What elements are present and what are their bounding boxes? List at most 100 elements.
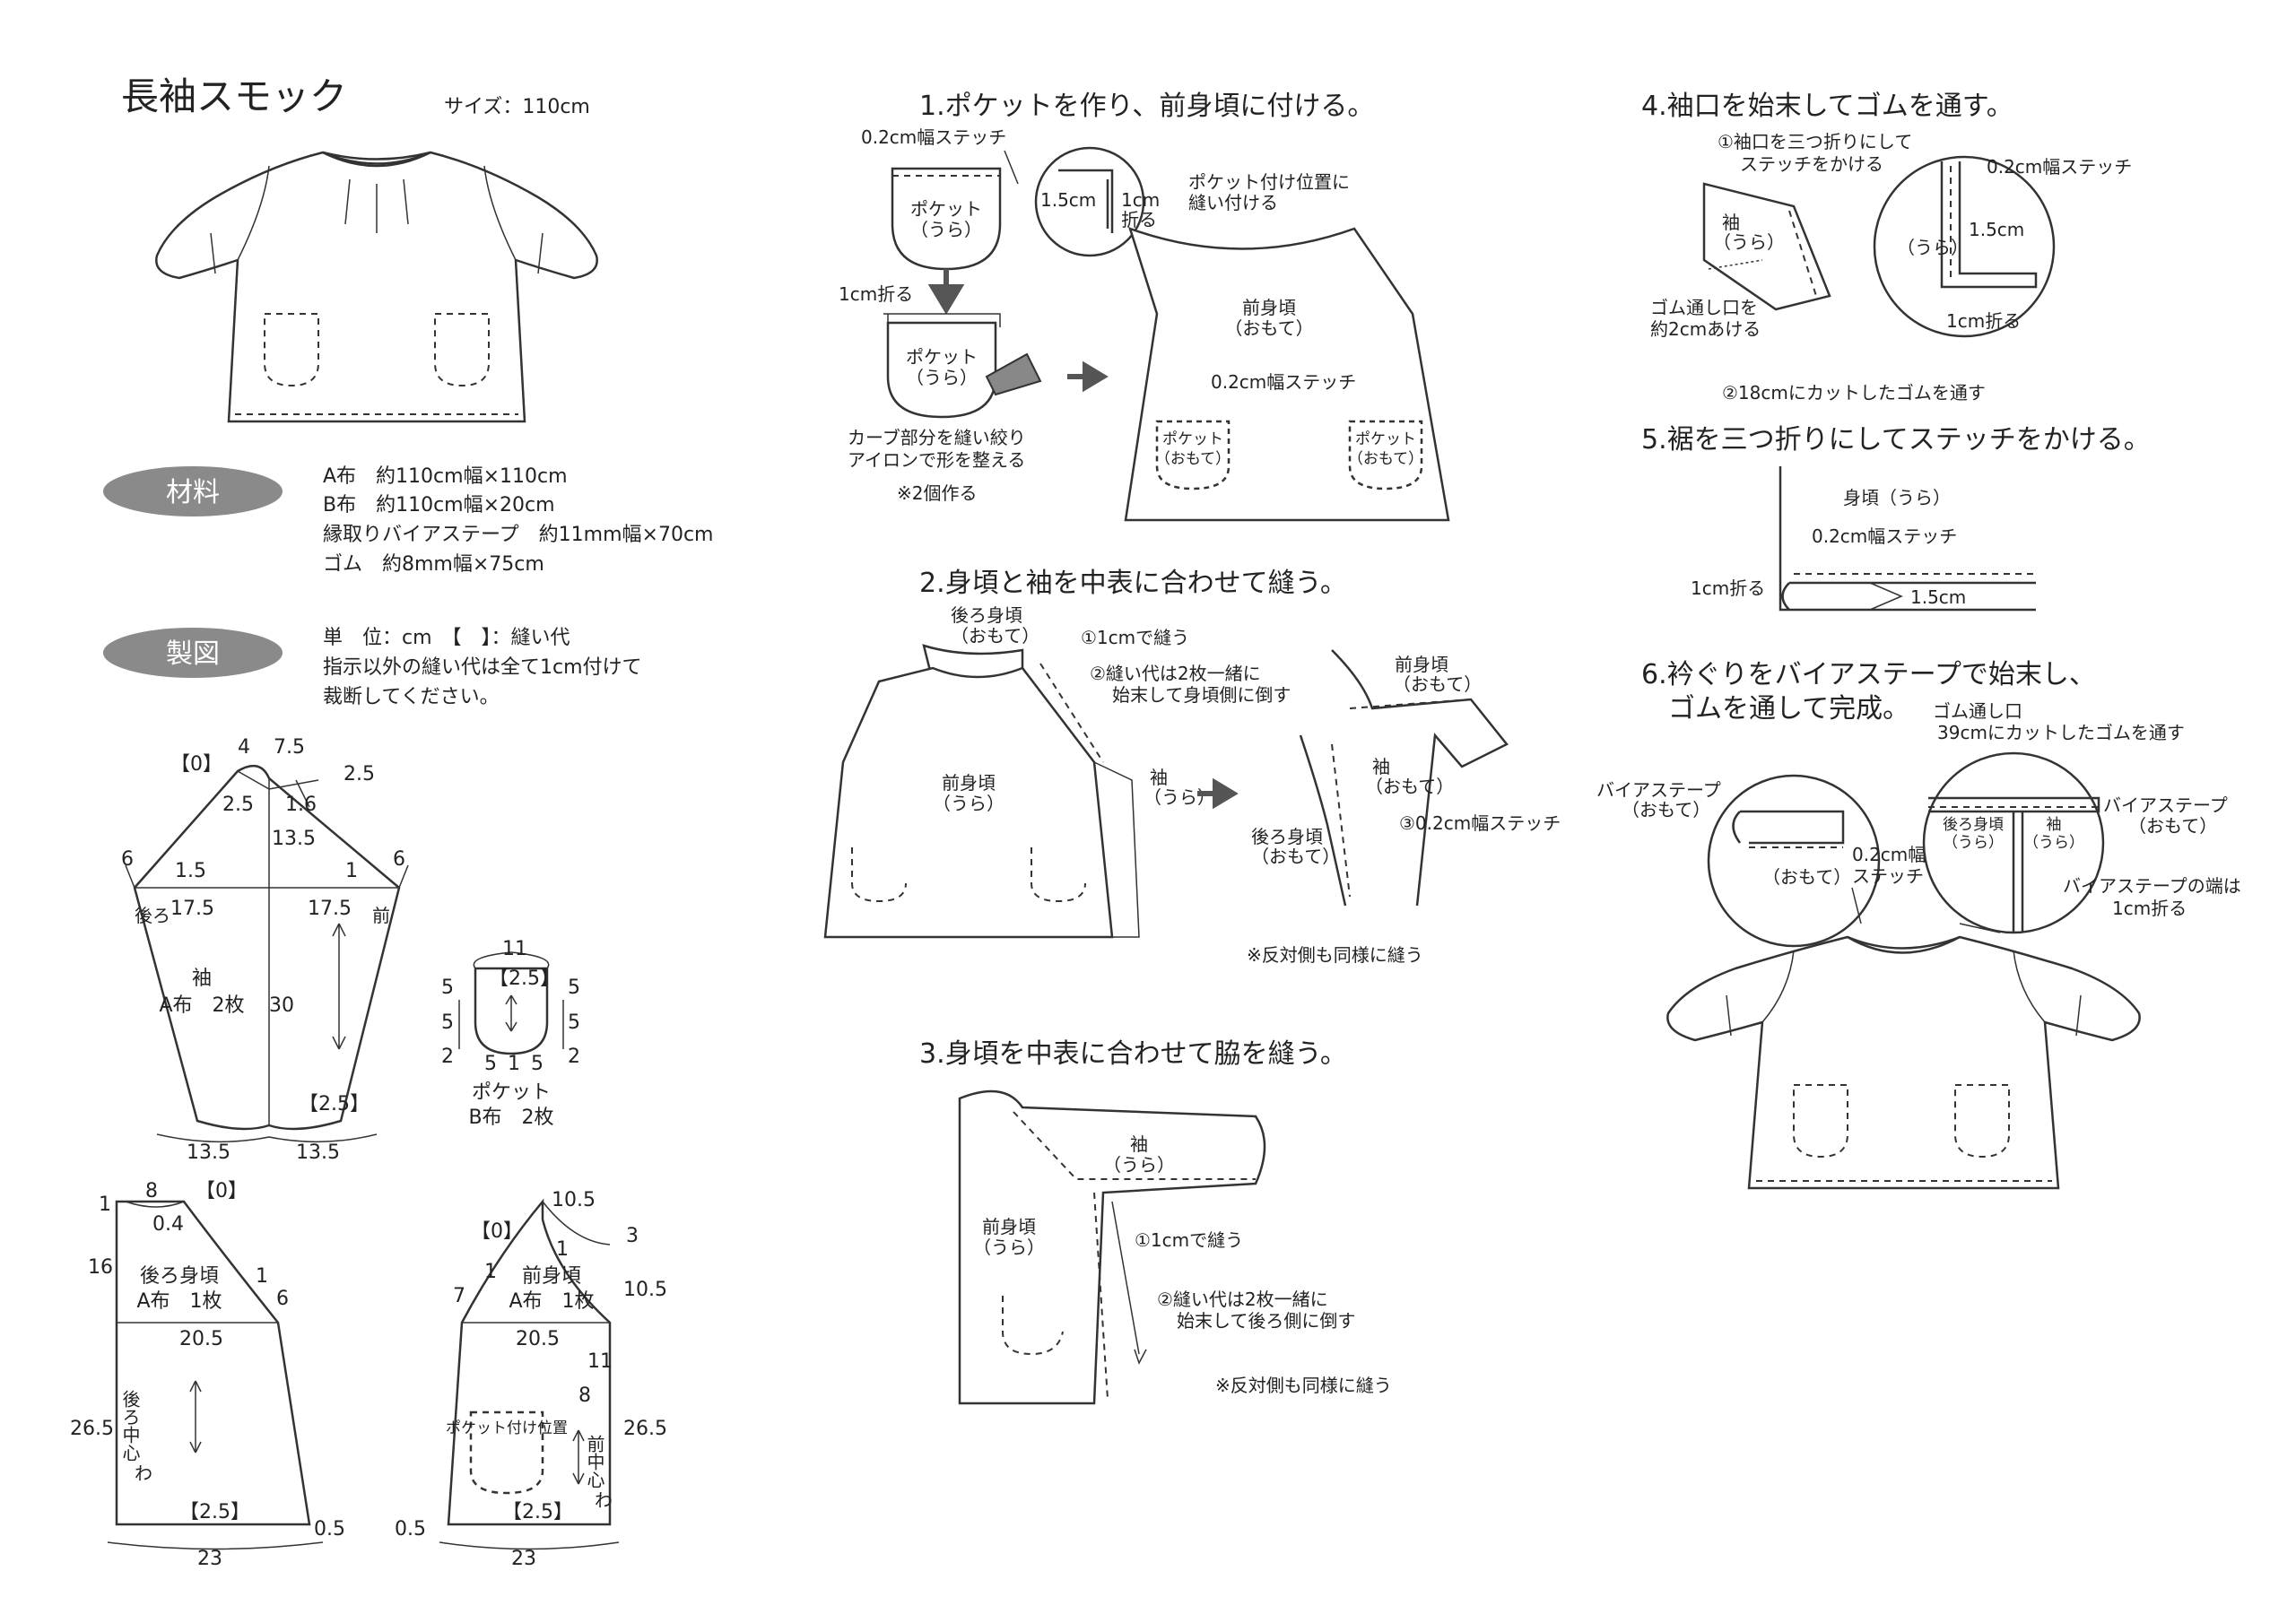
- step3-overlock: 始末して後ろ側に倒す: [1177, 1310, 1355, 1332]
- step6-tape-2: バイアステープ: [2103, 794, 2228, 816]
- step4-elastic: ②18cmにカットしたゴムを通す: [1722, 382, 1986, 404]
- back-label: 後ろ身頃: [140, 1265, 219, 1288]
- back-dim: 8: [145, 1180, 158, 1202]
- pocket-dim: 2: [441, 1046, 454, 1068]
- pocket-dim: 1: [508, 1053, 520, 1075]
- step-1-title: 1.ポケットを作り、前身頃に付ける。: [919, 91, 1374, 122]
- step1-omote-right: （おもて）: [1348, 450, 1423, 468]
- pattern-line: 指示以外の縫い代は全て1cm付けて: [323, 656, 642, 679]
- front-pocket-pos: ポケット付け位置: [446, 1419, 568, 1437]
- step2-ura: （うら）: [933, 793, 1004, 814]
- sleeve-dim: 2.5: [344, 763, 375, 785]
- step1-make2: ※2個作る: [897, 482, 977, 504]
- sleeve-dim: 1.5: [175, 860, 206, 882]
- step1-omote: （おもて）: [1224, 317, 1313, 339]
- step-3: 3.身頃を中表に合わせて脇を縫う。 袖 （うら） 前身頃 （うら） ①1cmで縫…: [919, 1038, 1392, 1405]
- front-dim: 1: [484, 1261, 497, 1283]
- pocket-dim: 2: [568, 1046, 580, 1068]
- sleeve-dim: 6: [121, 848, 134, 871]
- step2-back-2: 後ろ身頃: [1251, 826, 1323, 847]
- pocket-dim: 5: [441, 976, 454, 999]
- front-dim: 10.5: [623, 1279, 667, 1301]
- step2-overlock: ②縫い代は2枚一緒に: [1090, 663, 1261, 684]
- step6-tape-omote-2: （おもて）: [2128, 815, 2217, 837]
- front-dim: 3: [626, 1225, 639, 1247]
- sleeve-dim: 13.5: [296, 1141, 340, 1164]
- front-fabric: A布 1枚: [509, 1290, 594, 1313]
- step2-front-2: 前身頃: [1395, 654, 1448, 675]
- material-line: ゴム 約8mm幅×75cm: [323, 553, 544, 576]
- step-3-title: 3.身頃を中表に合わせて脇を縫う。: [919, 1038, 1347, 1070]
- step1-stitch2: 0.2cm幅ステッチ: [1211, 371, 1356, 393]
- back-dim: 26.5: [70, 1418, 114, 1440]
- step1-ura: （うら）: [910, 219, 982, 240]
- pocket-dim: 5: [531, 1053, 544, 1075]
- sleeve-dim: 1: [345, 860, 358, 882]
- step3-overlock: ②縫い代は2枚一緒に: [1157, 1289, 1328, 1310]
- step3-sleeve: 袖: [1130, 1133, 1148, 1155]
- sleeve-pattern: 【0】 4 7.5 2.5 2.5 1.6 13.5 6 6 1.5 1 後ろ …: [121, 736, 409, 1164]
- sleeve-back: 後ろ: [135, 905, 170, 926]
- sleeve-dim: 1.6: [285, 794, 317, 816]
- back-dim: 16: [88, 1256, 113, 1279]
- materials-list: A布 約110cm幅×110cm B布 約110cm幅×20cm 縁取りバイアス…: [323, 465, 714, 576]
- step4-fold1: 1cm折る: [1946, 310, 2021, 332]
- step2-omote-2: （おもて）: [1393, 673, 1482, 695]
- pattern-line: 裁断してください。: [323, 686, 500, 708]
- step-5-title: 5.裾を三つ折りにしてステッチをかける。: [1641, 424, 2151, 456]
- front-dim: 8: [578, 1384, 591, 1407]
- front-dim: 10.5: [552, 1189, 596, 1211]
- step1-pocket-2: ポケット: [906, 346, 978, 368]
- step5-stitch: 0.2cm幅ステッチ: [1812, 525, 1957, 547]
- sleeve-dim: 17.5: [308, 898, 352, 920]
- back-dim: 【2.5】: [179, 1501, 250, 1523]
- sleeve-dim: 7.5: [274, 736, 305, 759]
- step-1: 1.ポケットを作り、前身頃に付ける。 0.2cm幅ステッチ ポケット （うら） …: [839, 91, 1450, 522]
- step4-c15: 1.5cm: [1969, 219, 2024, 240]
- back-dim: 【0】: [196, 1180, 248, 1202]
- step4-sleeve: 袖: [1722, 212, 1740, 233]
- step6-stitch: 0.2cm幅: [1852, 844, 1926, 865]
- page-title: 長袖スモック: [121, 74, 347, 118]
- sleeve-front: 前: [372, 905, 390, 926]
- step1-curve: カーブ部分を縫い絞り: [848, 427, 1026, 448]
- front-dim: 7: [453, 1285, 465, 1307]
- sleeve-dim: 2.5: [222, 794, 254, 816]
- step6-opening: 39cmにカットしたゴムを通す: [1937, 722, 2185, 743]
- back-dim: 20.5: [179, 1328, 223, 1350]
- material-line: A布 約110cm幅×110cm: [323, 465, 568, 488]
- front-wa: わ: [595, 1489, 613, 1511]
- back-body-pattern: 8 【0】 1 0.4 16 1 6 後ろ身頃 A布 1枚 20.5 後ろ中心 …: [70, 1180, 345, 1570]
- back-dim: 6: [276, 1288, 289, 1310]
- iron-icon: [985, 352, 1042, 396]
- step2-other: ※反対側も同様に縫う: [1247, 944, 1423, 966]
- step4-ura-2: （うら）: [1897, 237, 1969, 258]
- pocket-dim: 5: [441, 1011, 454, 1034]
- pocket-dim: 11: [502, 938, 527, 960]
- sleeve-label: 袖: [192, 968, 212, 990]
- step-6-title-2: ゴムを通して完成。: [1668, 693, 1909, 725]
- step-4: 4.袖口を始末してゴムを通す。 ①袖口を三つ折りにして ステッチをかける 袖 （…: [1641, 91, 2132, 404]
- step6-tape-end: バイアステープの端は: [2063, 875, 2241, 897]
- material-line: B布 約110cm幅×20cm: [323, 494, 555, 516]
- pattern-pill: 製図: [103, 628, 283, 678]
- front-dim: 23: [511, 1548, 536, 1570]
- step6-stitch: ステッチ: [1852, 865, 1924, 887]
- pattern-line: 単 位：cm 【 】：縫い代: [323, 627, 570, 649]
- back-dim: 1: [99, 1193, 111, 1216]
- step2-overlock: 始末して身頃側に倒す: [1112, 684, 1291, 706]
- back-dim: 0.5: [314, 1518, 345, 1541]
- step2-sleeve-ura: （うら）: [1144, 786, 1215, 808]
- front-label: 前身頃: [522, 1265, 581, 1288]
- front-dim: 【2.5】: [502, 1501, 573, 1523]
- front-dim: 11: [587, 1350, 613, 1373]
- step1-front: 前身頃: [1242, 297, 1296, 318]
- front-dim: 0.5: [395, 1518, 426, 1541]
- back-wa: わ: [135, 1462, 152, 1484]
- step6-tape-end: 1cm折る: [2112, 898, 2187, 919]
- front-dim: 【0】: [471, 1220, 523, 1243]
- sleeve-dim: 13.5: [272, 828, 316, 850]
- sleeve-dim: 30: [269, 994, 294, 1017]
- front-body-pattern: 10.5 【0】 3 1 1 7 10.5 前身頃 A布 1枚 20.5 11 …: [395, 1189, 667, 1570]
